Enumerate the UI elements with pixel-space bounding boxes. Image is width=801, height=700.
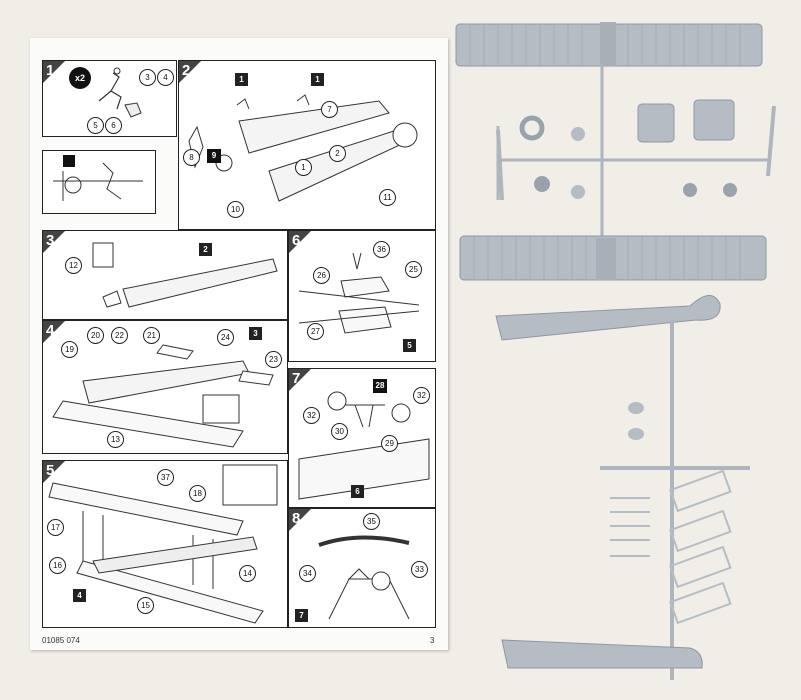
callout-11: 11: [379, 189, 396, 206]
callout-7: 7: [321, 101, 338, 118]
callout-15: 15: [137, 597, 154, 614]
fuselage-half-part: [501, 639, 703, 669]
pilot-figure-drawing: [98, 67, 142, 118]
ref-28: 28: [373, 379, 387, 393]
callout-37: 37: [157, 469, 174, 486]
ref-5: 5: [403, 339, 416, 352]
callout-25: 25: [405, 261, 422, 278]
instruction-sheet: 1 x2 3 4 5 6 2 1 1 7 1 2 8 9 10 11: [30, 38, 448, 650]
ref-9: 9: [207, 149, 221, 163]
tail-assembly-drawing: [298, 252, 420, 334]
step-5-panel: 5 37 18 17 16 14 15 4: [42, 460, 288, 628]
callout-26: 26: [313, 267, 330, 284]
quantity-badge: x2: [69, 67, 91, 89]
undercarriage-assembly-drawing: [298, 391, 430, 500]
ref-6: 6: [351, 485, 364, 498]
lower-wing-assembly-drawing: [52, 344, 274, 448]
callout-33: 33: [411, 561, 428, 578]
callout-2: 2: [329, 145, 346, 162]
step-number: 5: [46, 462, 55, 479]
cowling-assembly-drawing: [92, 242, 278, 308]
step-3-panel: 3 12 2: [42, 230, 288, 320]
cockpit-detail-drawing: [53, 155, 143, 201]
callout-29: 29: [381, 435, 398, 452]
step-number: 1: [46, 62, 55, 79]
callout-24: 24: [217, 329, 234, 346]
callout-22: 22: [111, 327, 128, 344]
callout-36: 36: [373, 241, 390, 258]
callout-19: 19: [61, 341, 78, 358]
step-4-panel: 4 19 20 22 21 24 3 23 13: [42, 320, 288, 454]
callout-35: 35: [363, 513, 380, 530]
part-code: 01085 074: [42, 636, 80, 645]
step-number: 7: [292, 370, 301, 387]
callout-30: 30: [331, 423, 348, 440]
step-number: 4: [46, 322, 55, 339]
step-number: 3: [46, 232, 55, 249]
final-assembly-drawing: [318, 535, 410, 620]
callout-20: 20: [87, 327, 104, 344]
callout-4: 4: [157, 69, 174, 86]
callout-8: 8: [183, 149, 200, 166]
callout-3: 3: [139, 69, 156, 86]
page-number: 3: [430, 636, 435, 645]
callout-18: 18: [189, 485, 206, 502]
callout-14: 14: [239, 565, 256, 582]
callout-10: 10: [227, 201, 244, 218]
callout-34: 34: [299, 565, 316, 582]
callout-13: 13: [107, 431, 124, 448]
step-number: 8: [292, 510, 301, 527]
callout-17: 17: [47, 519, 64, 536]
callout-16: 16: [49, 557, 66, 574]
callout-23: 23: [265, 351, 282, 368]
callout-32: 32: [303, 407, 320, 424]
fuselage-assembly-drawing: [188, 94, 418, 202]
callout-12: 12: [65, 257, 82, 274]
ref-1: 1: [311, 73, 324, 86]
step-number: 2: [182, 62, 191, 79]
callout-21: 21: [143, 327, 160, 344]
step-2-panel: 2 1 1 7 1 2 8 9 10 11: [178, 60, 436, 230]
step-8-panel: 8 35 34 33 7: [288, 508, 436, 628]
step-number: 6: [292, 232, 301, 249]
upper-wing-assembly-drawing: [48, 464, 278, 624]
ref-3: 3: [249, 327, 262, 340]
step-1-panel: 1 x2 3 4 5 6: [42, 60, 177, 137]
callout-5: 5: [87, 117, 104, 134]
callout-1: 1: [295, 159, 312, 176]
callout-27: 27: [307, 323, 324, 340]
ref-2: 2: [199, 243, 212, 256]
step-7-panel: 7 28 32 32 30 29 6: [288, 368, 436, 508]
step-6-panel: 6 36 26 25 27 5: [288, 230, 436, 362]
ref-7: 7: [295, 609, 308, 622]
ref-1: 1: [235, 73, 248, 86]
model-sprue-parts: [455, 22, 776, 680]
callout-32: 32: [413, 387, 430, 404]
callout-6: 6: [105, 117, 122, 134]
ref-4: 4: [73, 589, 86, 602]
cockpit-detail-panel: [42, 150, 156, 214]
fuselage-half-part: [495, 295, 721, 341]
